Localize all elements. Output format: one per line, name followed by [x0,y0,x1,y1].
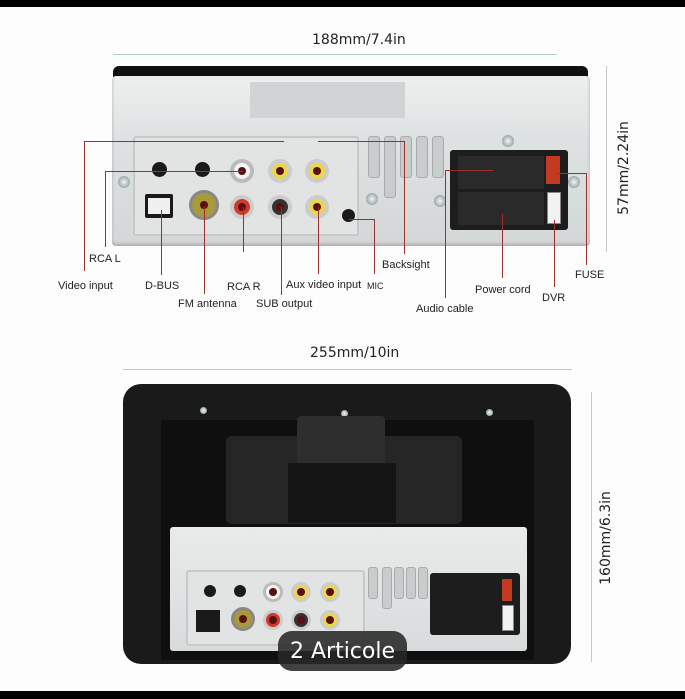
leader-line [105,171,243,172]
bracket-tab [297,416,385,466]
label-audio-cable: Audio cable [416,303,474,315]
screw-icon [118,176,130,188]
bottom-width-dimension-line [123,369,572,370]
usb-port [502,605,514,631]
vent-slot [406,567,416,599]
top-black-bar [0,0,685,7]
av-connector-panel [133,136,359,236]
top-height-dimension: 57mm/2.24in [616,121,632,215]
bottom-black-bar [0,691,685,699]
leader-line [404,141,405,254]
vent-slot [432,136,444,178]
screw-icon [434,195,446,207]
bracket-slot [288,463,396,523]
top-unit-label-band [250,82,405,118]
screw-icon [366,193,378,205]
vent-slot [384,136,396,198]
leader-line [318,207,319,274]
fuse [502,579,512,601]
label-rca-l: RCA L [89,253,121,265]
rca-black-jack [291,610,311,630]
iso-connector [430,573,520,635]
leader-line [318,141,404,142]
aux-video-input-jack [305,195,329,219]
label-aux-video-input: Aux video input [286,279,362,291]
iso-connector [450,150,568,230]
leader-line [374,219,375,274]
rca-yellow-jack [291,582,311,602]
item-count-badge[interactable]: 2 Articole [278,631,407,671]
leader-line [84,141,85,271]
aux-video-jack-top [305,159,329,183]
bottom-height-dimension: 160mm/6.3in [598,491,614,585]
top-height-dimension-line [606,66,607,252]
label-dvr: DVR [542,292,566,304]
jack [204,585,216,597]
screw-icon [341,410,348,417]
label-backsight: Backsight [382,259,430,271]
mic-jack [342,209,355,222]
sub-output-jack [268,195,292,219]
rca-r-jack [230,195,254,219]
vent-slot [382,567,392,609]
leader-line [349,219,374,220]
leader-line [554,220,555,287]
rca-yellow-jack [268,159,292,183]
leader-line [445,170,493,171]
leader-line [243,207,244,252]
rca-l-jack [195,162,210,177]
video-input-jack [152,162,167,177]
d-bus-connector [196,610,220,632]
label-video-input: Video input [58,280,113,292]
rca-yellow-jack [320,610,340,630]
jack [234,585,246,597]
label-fuse: FUSE [575,269,605,281]
screw-icon [502,135,514,147]
screw-icon [200,407,207,414]
bottom-width-dimension: 255mm/10in [310,345,400,361]
leader-line [281,207,282,295]
d-bus-connector [145,194,173,218]
rca-red-jack [263,610,283,630]
rca-yellow-jack [320,582,340,602]
screw-icon [568,176,580,188]
leader-line [161,210,162,275]
screw-icon [486,409,493,416]
top-width-dimension: 188mm/7.4in [312,32,406,48]
label-power-cord: Power cord [475,284,531,296]
leader-line [502,214,503,278]
fuse [546,156,560,184]
vent-slot [416,136,428,178]
label-sub-output: SUB output [256,298,313,310]
vent-slot [418,567,428,599]
bottom-height-dimension-line [591,392,592,662]
label-mic: MIC [367,281,384,291]
vent-slot [368,567,378,599]
leader-line [445,170,446,298]
backsight-port [394,567,404,599]
top-width-dimension-line [113,54,557,55]
fm-antenna-jack [231,607,255,631]
label-d-bus: D-BUS [145,280,180,292]
rca-white-jack [263,582,283,602]
leader-line [105,171,106,247]
vent-slot [368,136,380,178]
leader-line [84,141,284,142]
label-rca-r: RCA R [227,281,261,293]
label-fm-antenna: FM antenna [178,298,237,310]
leader-line [556,173,586,174]
leader-line [586,173,587,265]
leader-line [204,206,205,294]
backsight-port [400,136,412,178]
